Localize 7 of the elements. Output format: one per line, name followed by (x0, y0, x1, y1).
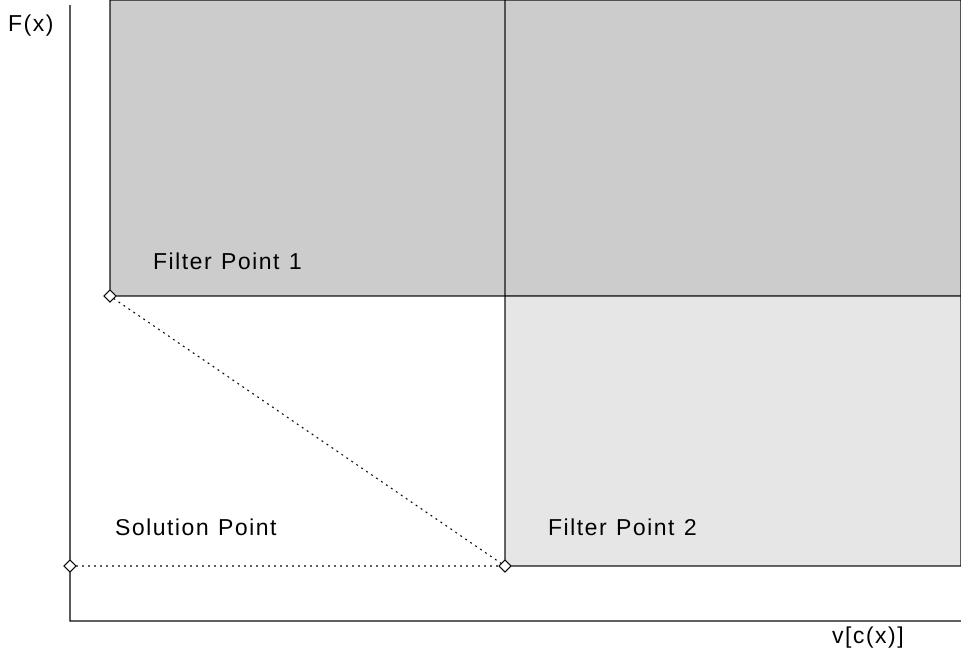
dotted-line (76, 565, 499, 567)
dotted-line (113, 298, 502, 564)
axis-label: F(x) (8, 12, 55, 35)
point-label: Filter Point 1 (153, 250, 304, 273)
point-label: Solution Point (115, 516, 278, 539)
point-label: Filter Point 2 (548, 516, 698, 539)
axis-label: v[c(x)] (832, 624, 906, 647)
